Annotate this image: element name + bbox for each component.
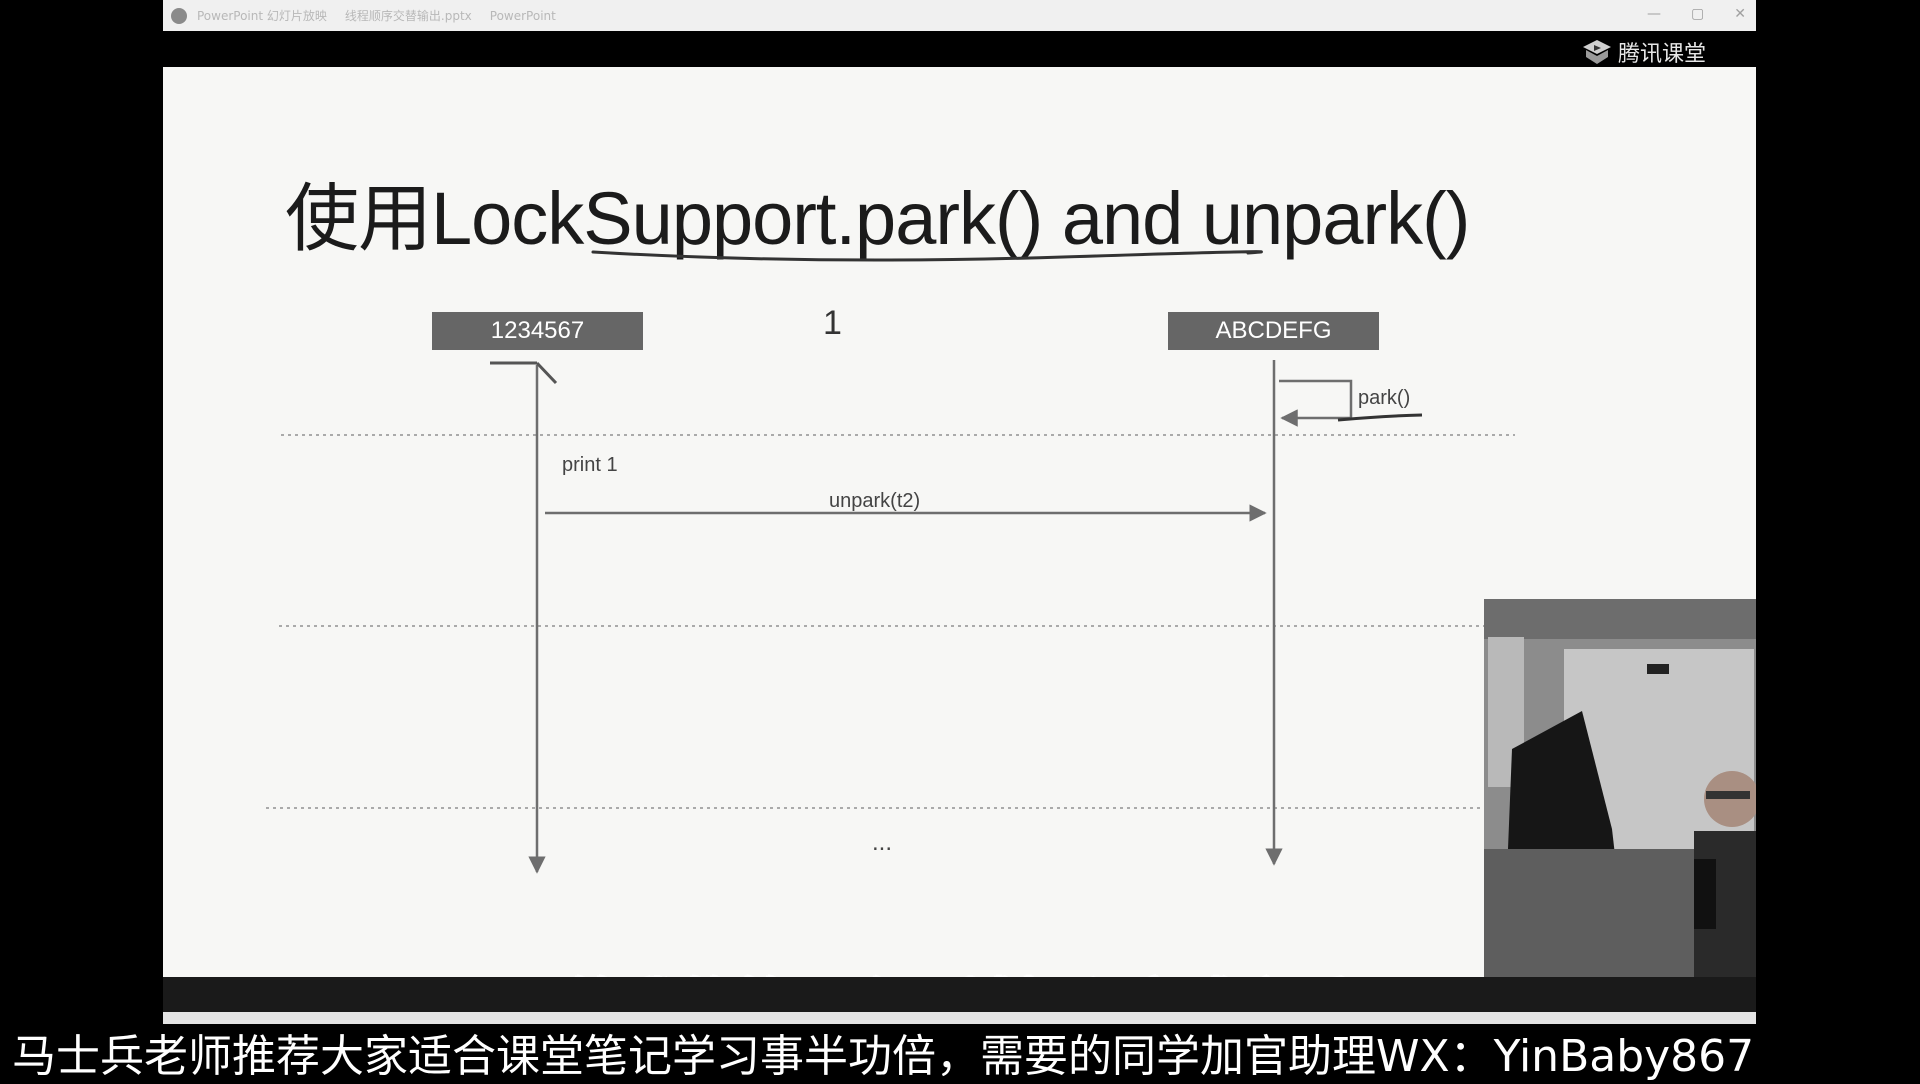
video-subtitle: 等我的第一个县城打印完成之后 bbox=[163, 962, 1756, 977]
tencent-classroom-logo-icon bbox=[1582, 40, 1611, 64]
presenter-video-image bbox=[1484, 599, 1756, 977]
unpark-label: unpark(t2) bbox=[829, 490, 921, 512]
presentation-slide[interactable]: 使用LockSupport.park() and unpark() 123456… bbox=[163, 67, 1756, 977]
promo-banner: 马士兵老师推荐大家适合课堂笔记学习事半功倍，需要的同学加官助理WX：YinBab… bbox=[0, 1024, 1920, 1082]
thread1-box: 1234567 bbox=[432, 312, 643, 350]
top-note-label: 1 bbox=[823, 304, 842, 342]
top-black-band bbox=[163, 31, 1756, 67]
park-underline bbox=[1337, 413, 1423, 422]
thread2-label: ABCDEFG bbox=[1215, 317, 1332, 344]
webcam-overlay bbox=[1484, 599, 1756, 977]
window-controls: — ▢ ✕ bbox=[1647, 6, 1746, 22]
park-self-arrow bbox=[1279, 379, 1353, 427]
title-underline bbox=[591, 250, 1263, 262]
thread2-box: ABCDEFG bbox=[1168, 312, 1379, 350]
pen-cursor-mark bbox=[490, 361, 558, 385]
window-title-file: 线程顺序交替输出.pptx bbox=[344, 9, 472, 23]
brand-name: 腾讯课堂 bbox=[1617, 42, 1706, 67]
minimize-button[interactable]: — bbox=[1647, 6, 1662, 22]
park-label: park() bbox=[1358, 387, 1411, 409]
slide-title: 使用LockSupport.park() and unpark() bbox=[285, 177, 1470, 260]
sequence-diagram bbox=[266, 250, 1515, 874]
tencent-classroom-brand: 腾讯课堂 bbox=[1582, 36, 1706, 68]
window-title-app: PowerPoint 幻灯片放映 bbox=[197, 9, 327, 23]
ellipsis-label: ... bbox=[872, 829, 893, 856]
window-titlebar: PowerPoint 幻灯片放映 线程顺序交替输出.pptx PowerPoin… bbox=[163, 0, 1756, 31]
thread1-label: 1234567 bbox=[490, 317, 585, 344]
window-title-suffix: PowerPoint bbox=[489, 8, 556, 23]
print-label: print 1 bbox=[562, 454, 618, 476]
powerpoint-app-icon bbox=[171, 7, 187, 24]
close-button[interactable]: ✕ bbox=[1734, 6, 1746, 22]
powerpoint-window: PowerPoint 幻灯片放映 线程顺序交替输出.pptx PowerPoin… bbox=[163, 0, 1756, 1030]
maximize-button[interactable]: ▢ bbox=[1691, 6, 1705, 22]
